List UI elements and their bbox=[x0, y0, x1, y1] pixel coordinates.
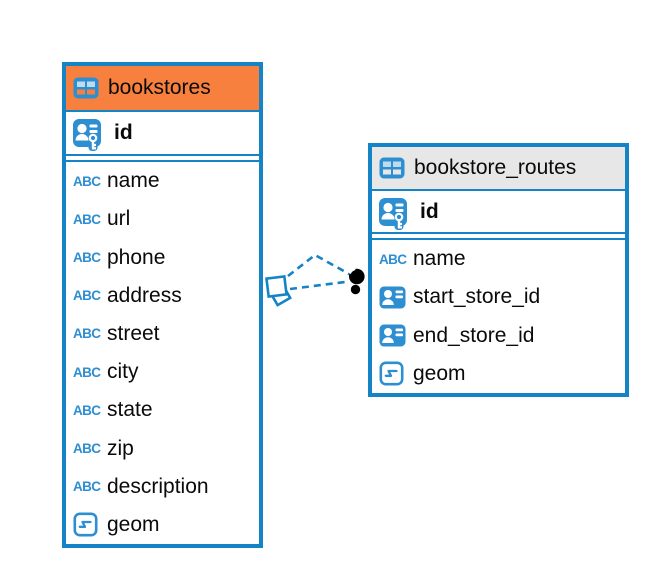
column-name: state bbox=[107, 398, 153, 422]
section-divider bbox=[66, 156, 259, 160]
column-row-zip[interactable]: ABC zip bbox=[66, 429, 259, 467]
column-row-geom[interactable]: geom bbox=[66, 506, 259, 544]
column-row-name[interactable]: ABC name bbox=[66, 162, 259, 200]
abc-text-icon: ABC bbox=[73, 250, 101, 265]
column-row-geom[interactable]: geom bbox=[372, 355, 625, 393]
column-row-id[interactable]: id bbox=[66, 112, 259, 156]
table-header-bookstore-routes[interactable]: bookstore_routes bbox=[372, 147, 625, 191]
column-name: geom bbox=[413, 361, 466, 385]
table-name: bookstore_routes bbox=[414, 156, 577, 179]
column-name: city bbox=[107, 360, 139, 384]
column-name: address bbox=[107, 283, 182, 307]
column-row-city[interactable]: ABC city bbox=[66, 353, 259, 391]
relationship-line-lower[interactable] bbox=[289, 280, 350, 291]
abc-text-icon: ABC bbox=[73, 402, 101, 418]
relationship-source-marker-squares[interactable] bbox=[265, 275, 292, 307]
column-name: phone bbox=[107, 245, 166, 269]
table-header-bookstores[interactable]: bookstores bbox=[66, 66, 259, 112]
column-row-start-store-id[interactable]: start_store_id bbox=[372, 278, 625, 316]
column-name: geom bbox=[107, 512, 160, 536]
table-icon bbox=[73, 77, 99, 99]
abc-text-icon: ABC bbox=[379, 251, 407, 267]
geometry-icon bbox=[379, 361, 413, 386]
column-row-url[interactable]: ABC url bbox=[66, 200, 259, 238]
column-row-address[interactable]: ABC address bbox=[66, 277, 259, 315]
abc-text-icon: ABC bbox=[73, 288, 101, 304]
column-row-id[interactable]: id bbox=[372, 191, 625, 234]
column-row-name[interactable]: ABC name bbox=[372, 240, 625, 278]
abc-text-icon: ABC bbox=[73, 326, 101, 342]
entity-table-bookstores[interactable]: bookstores id bbox=[62, 62, 263, 548]
column-name: street bbox=[107, 321, 160, 345]
relationship-target-marker-dots[interactable] bbox=[348, 267, 365, 296]
column-row-phone[interactable]: ABC phone bbox=[66, 238, 259, 276]
abc-text-icon: ABC bbox=[73, 211, 101, 227]
columns-section: ABC name ABC url ABC phone ABC address A… bbox=[66, 160, 259, 544]
column-row-description[interactable]: ABC description bbox=[66, 468, 259, 506]
abc-text-icon: ABC bbox=[73, 173, 101, 189]
entity-table-bookstore-routes[interactable]: bookstore_routes id bbox=[368, 143, 629, 397]
abc-text-icon: ABC bbox=[73, 479, 101, 495]
column-name: start_store_id bbox=[413, 285, 541, 309]
primary-key-icon bbox=[378, 197, 412, 231]
column-name: url bbox=[107, 207, 131, 231]
table-icon bbox=[379, 157, 405, 179]
person-card-icon bbox=[379, 324, 413, 347]
column-name: name bbox=[413, 247, 466, 271]
column-row-street[interactable]: ABC street bbox=[66, 315, 259, 353]
abc-text-icon: ABC bbox=[73, 364, 101, 380]
column-row-state[interactable]: ABC state bbox=[66, 391, 259, 429]
person-card-icon bbox=[379, 286, 413, 309]
column-name: name bbox=[107, 169, 160, 193]
column-name: id bbox=[114, 121, 133, 144]
geometry-icon bbox=[73, 512, 107, 537]
primary-key-icon bbox=[72, 118, 106, 152]
columns-section: ABC name start_store_id bbox=[372, 238, 625, 393]
column-name: zip bbox=[107, 436, 134, 460]
relationship-line-upper[interactable] bbox=[287, 253, 352, 278]
abc-text-icon: ABC bbox=[73, 441, 101, 457]
table-name: bookstores bbox=[108, 76, 211, 99]
section-divider bbox=[372, 234, 625, 238]
column-name: id bbox=[420, 199, 439, 223]
column-name: end_store_id bbox=[413, 323, 535, 347]
column-name: description bbox=[107, 474, 209, 498]
column-row-end-store-id[interactable]: end_store_id bbox=[372, 317, 625, 355]
